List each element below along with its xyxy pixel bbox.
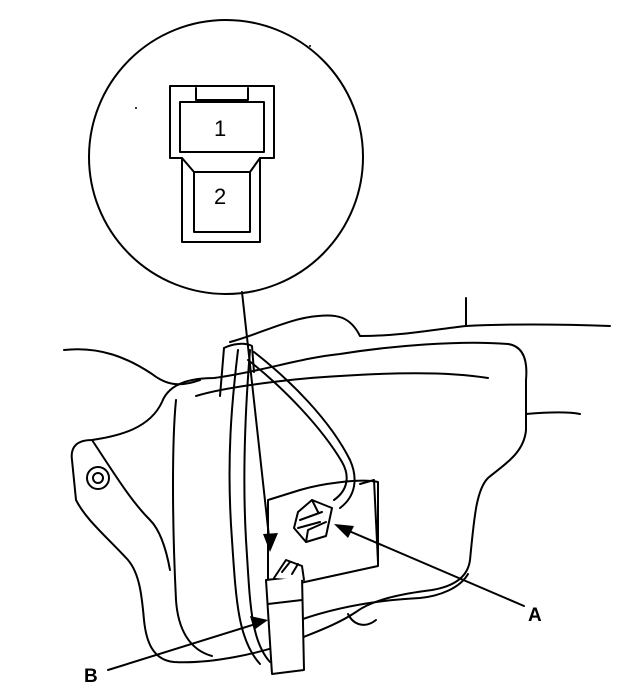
body-contour-top	[229, 297, 467, 343]
body-contour-left	[63, 348, 201, 386]
magnified-detail-circle	[88, 19, 364, 295]
pin-2-label: 2	[214, 184, 226, 209]
harness-wire-2	[243, 349, 271, 663]
mounting-bolt-outer	[86, 466, 110, 490]
detail-leader-arrowhead	[263, 533, 278, 552]
callout-leader-b	[107, 621, 263, 671]
body-contour-right	[465, 323, 611, 327]
connector-b	[265, 559, 305, 675]
bracket-flange	[91, 439, 171, 571]
body-contour-right-lower	[525, 411, 581, 415]
bracket-inner-edge	[172, 399, 213, 657]
callout-leader-a	[341, 527, 525, 607]
harness-wire-1	[228, 349, 261, 665]
connector-a	[293, 499, 333, 543]
tank-lower-rim	[299, 573, 469, 621]
speck	[135, 107, 137, 109]
pump-recess-side	[359, 479, 379, 563]
connector-terminal-face	[169, 85, 275, 243]
tank-bottom-lip	[347, 613, 377, 626]
mounting-bolt-inner	[92, 472, 104, 484]
detail-leader-line	[241, 291, 271, 547]
harness-wire-3	[253, 351, 356, 509]
callout-arrowhead-b	[250, 616, 268, 630]
pin-1-label: 1	[214, 116, 226, 141]
filler-neck	[223, 342, 255, 373]
pump-recess	[267, 479, 379, 591]
callout-arrowhead-a	[334, 524, 354, 538]
harness-wire-4	[247, 359, 348, 501]
callout-label-b: B	[84, 666, 98, 687]
filler-neck-side	[219, 347, 225, 397]
callout-label-a: A	[528, 605, 542, 626]
speck	[309, 45, 311, 47]
tank-front-face	[195, 372, 489, 397]
